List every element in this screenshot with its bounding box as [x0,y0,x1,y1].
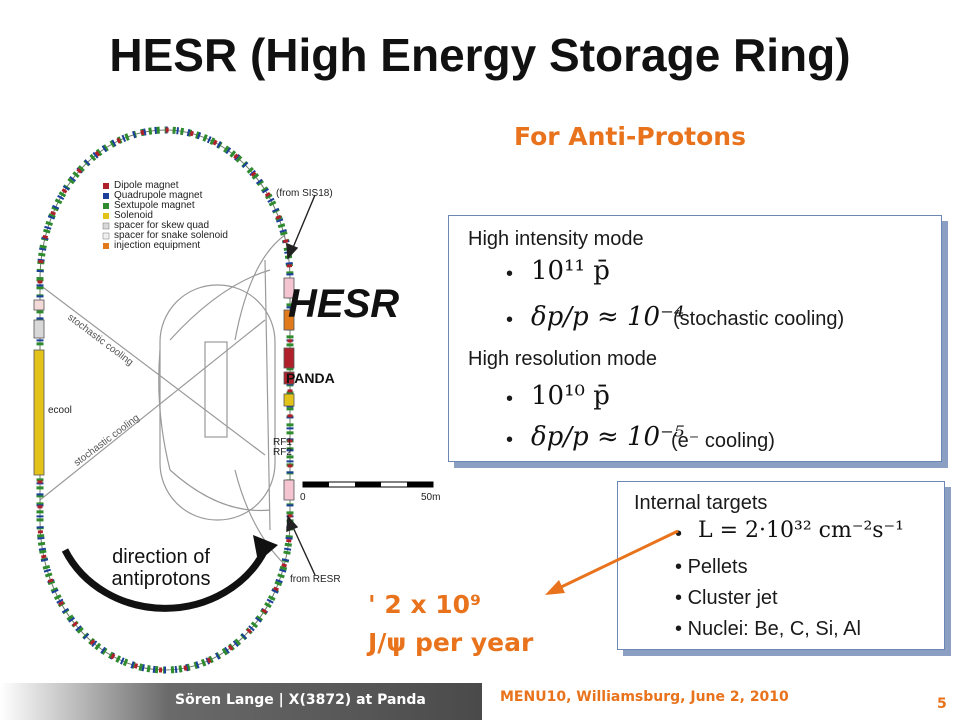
rf2-label: RF2 [273,447,292,458]
panda-label: PANDA [286,370,335,386]
hesr-label: HESR [288,282,400,326]
beam-modes-box: High intensity mode • 10¹¹ p̄ • δp/p ≈ 1… [448,215,942,462]
legend [102,183,110,249]
yield-per-year: J/ψ per year [368,628,534,657]
footer-left-bar [0,683,482,720]
hi-intensity-formula: 10¹¹ p̄ [531,256,610,286]
scale-bar [302,481,434,488]
footer-right-bar [482,683,960,720]
legend-label: spacer for snake solenoid [114,230,228,241]
bullet: • [675,523,683,545]
bullet: • [506,429,514,451]
target-cluster-jet: Cluster jet [687,587,778,609]
luminosity-formula: L = 2·10³² cm⁻²s⁻¹ [698,518,904,543]
direction-label: direction of antiprotons [111,546,211,590]
internal-targets-heading: Internal targets [634,492,768,514]
target-yield-arrow [545,529,679,595]
page-title: HESR (High Energy Storage Ring) [109,29,851,81]
bullet: • [506,309,514,331]
high-intensity-heading: High intensity mode [468,228,644,250]
legend-labels: Dipole magnet Quadrupole magnet Sextupol… [114,181,228,251]
from-sis18-label: (from SIS18) [276,188,333,199]
high-resolution-heading: High resolution mode [468,348,657,370]
stochastic-cooling-note: (stochastic cooling) [673,308,845,330]
bullet: • [506,388,514,410]
hr-intensity-formula: 10¹⁰ p̄ [531,381,610,411]
target-pellets: Pellets [687,556,748,578]
yield-count: ' 2 x 10⁹ [368,590,482,619]
from-resr-label: from RESR [290,574,341,585]
legend-label: injection equipment [114,240,201,251]
footer-conference: MENU10, Williamsburg, June 2, 2010 [500,689,789,705]
legend-label: Dipole magnet [114,180,179,191]
page-number: 5 [937,696,947,712]
rf1-label: RF1 [273,437,292,448]
ecool-label: ecool [48,405,72,416]
legend-label: Sextupole magnet [114,200,195,211]
footer-author: Sören Lange | X(3872) at Panda [175,692,426,708]
subtitle: For Anti-Protons [514,122,746,151]
list-item: • Pellets [675,556,748,578]
internal-targets-box: Internal targets • L = 2·10³² cm⁻²s⁻¹ • … [617,481,945,650]
hesr-ring-diagram [33,126,434,674]
electron-cooling-note: (e⁻ cooling) [671,430,775,452]
hi-momentum-spread: δp/p ≈ 10⁻⁴ [531,302,685,332]
legend-label: spacer for skew quad [114,220,210,231]
bullet: • [506,263,514,285]
hr-momentum-spread: δp/p ≈ 10⁻⁵ [531,422,685,452]
target-nuclei: Nuclei: Be, C, Si, Al [687,618,861,640]
scale-start-label: 0 [300,492,306,503]
legend-label: Solenoid [114,210,153,221]
list-item: • Nuclei: Be, C, Si, Al [675,618,861,640]
legend-label: Quadrupole magnet [114,190,203,201]
scale-end-label: 50m [421,492,441,503]
list-item: • Cluster jet [675,587,778,609]
